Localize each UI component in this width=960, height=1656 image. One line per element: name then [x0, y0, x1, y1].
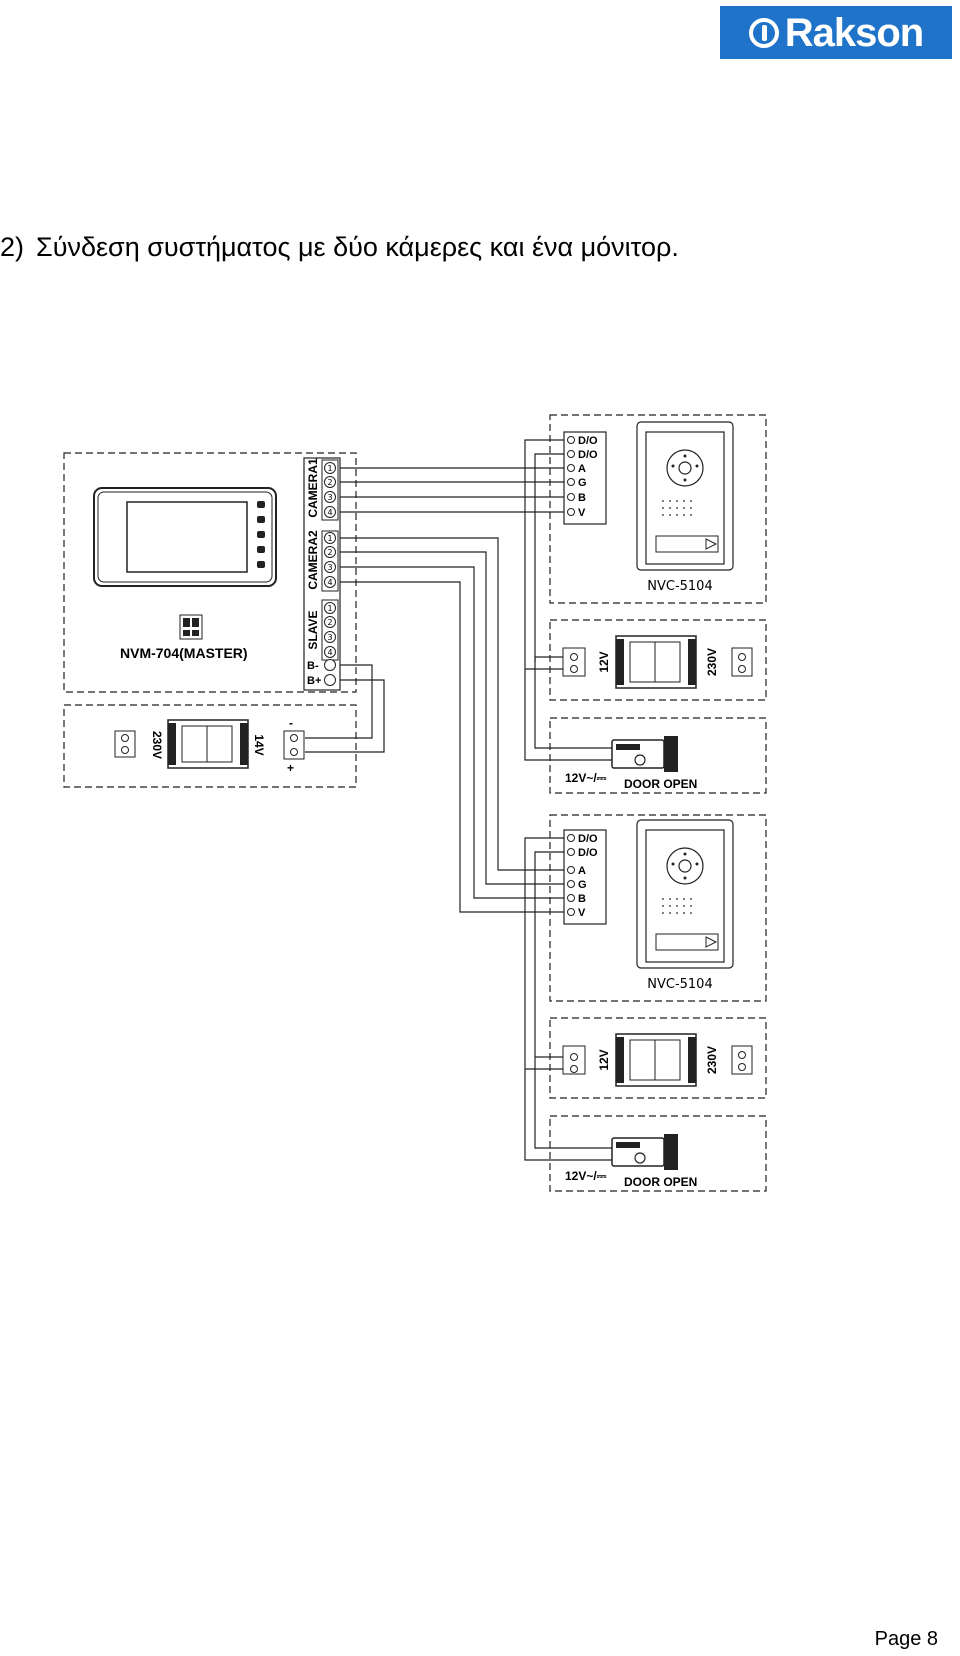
panel1-terminal-label: D/O — [578, 435, 598, 447]
pin-number: 4 — [327, 648, 332, 657]
panel2-lock-label: DOOR OPEN — [624, 1175, 697, 1189]
panel2-call-button-icon — [655, 933, 719, 951]
slave-port-label: SLAVE — [306, 610, 320, 649]
monitor-button — [257, 546, 265, 553]
pin-number: 3 — [327, 633, 332, 642]
pin-number: 4 — [327, 508, 332, 517]
monitor-button — [257, 561, 265, 568]
camera1-pin — [324, 476, 336, 488]
dip-switch-icon — [179, 614, 203, 640]
panel1-terminal-label: G — [578, 477, 587, 489]
monitor-model-label: NVM-704(MASTER) — [120, 645, 248, 661]
monitor-button — [257, 531, 265, 538]
slave-pin — [324, 646, 336, 658]
pin-number: 2 — [327, 618, 332, 627]
b-plus-label: B+ — [307, 675, 321, 687]
panel1-lock: 12V~/⎓ DOOR OPEN — [565, 736, 697, 791]
panel1-lock-voltage: 12V~/⎓ — [565, 771, 607, 785]
door-panel-1: D/O D/O A G B V NVC-5104 — [563, 421, 734, 594]
rakson-logo: Rakson — [720, 6, 952, 59]
section-heading: 2) Σύνδεση συστήματος με δύο κάμερες και … — [0, 232, 679, 263]
monitor-group-border — [63, 452, 357, 693]
panel2-psu-group-border — [549, 1017, 767, 1099]
monitor-device: NVM-704(MASTER) — [93, 487, 277, 661]
pin-number: 2 — [327, 548, 332, 557]
panel1-terminal-label: A — [578, 463, 586, 475]
monitor-screen — [126, 501, 248, 573]
camera2-pin — [324, 532, 336, 544]
panel2-terminal-label: D/O — [578, 833, 598, 845]
monitor-psu: 230V 14V - + — [114, 716, 305, 775]
panel1-model-label: NVC-5104 — [647, 579, 712, 594]
camera1-pin — [324, 462, 336, 474]
panel2-psu-output-voltage: 12V — [597, 1049, 611, 1070]
panel1-call-button-icon — [655, 535, 719, 553]
panel2-terminal-label: B — [578, 893, 586, 905]
b-plus-pin — [324, 674, 336, 686]
panel2-lock-group-border — [549, 1115, 767, 1192]
wires — [305, 439, 618, 1161]
panel1-psu-group-border — [549, 619, 767, 701]
camera2-port-label: CAMERA2 — [306, 530, 320, 590]
panel2-terminal-label: A — [578, 865, 586, 877]
monitor-psu-plus: + — [287, 761, 294, 775]
camera1-port-label: CAMERA1 — [306, 458, 320, 518]
pin-number: 4 — [327, 578, 332, 587]
pin-number: 1 — [327, 464, 332, 473]
pin-number: 3 — [327, 563, 332, 572]
panel1-terminal-label: B — [578, 492, 586, 504]
b-minus-label: B- — [307, 660, 319, 672]
pin-number: 2 — [327, 478, 332, 487]
panel2-terminal-label: G — [578, 879, 587, 891]
slave-pin — [324, 602, 336, 614]
panel2-speaker-grille-icon — [662, 898, 692, 914]
camera2-pin — [324, 576, 336, 588]
brand-name: Rakson — [784, 10, 924, 55]
panel1-group-border — [549, 414, 767, 604]
panel1-terminal-label: V — [578, 507, 586, 519]
panel1-speaker-grille-icon — [662, 500, 692, 516]
monitor-psu-output-voltage: 14V — [252, 734, 266, 755]
door-panel-2: D/O D/O A G B V NVC-5104 — [563, 819, 734, 992]
monitor-buttons — [257, 501, 265, 568]
monitor-terminal-strip: CAMERA1 CAMERA2 SLAVE 1 2 3 — [303, 457, 341, 691]
panel2-terminal-label: V — [578, 907, 586, 919]
pin-number: 1 — [327, 604, 332, 613]
section-number: 2) — [0, 232, 25, 262]
panel1-lock-group-border — [549, 717, 767, 794]
pin-number: 3 — [327, 493, 332, 502]
monitor-button — [257, 501, 265, 508]
b-minus-pin — [324, 659, 336, 671]
slave-pin — [324, 631, 336, 643]
panel2-model-label: NVC-5104 — [647, 977, 712, 992]
panel1-psu: 12V 230V — [562, 635, 753, 689]
panel2-lock-voltage: 12V~/⎓ — [565, 1169, 607, 1183]
monitor-psu-input-voltage: 230V — [150, 731, 164, 759]
camera1-pin — [324, 491, 336, 503]
rakson-logo-icon — [748, 17, 779, 48]
monitor-bezel — [97, 491, 273, 583]
monitor-psu-minus: - — [289, 716, 293, 730]
panel2-terminal-label: D/O — [578, 847, 598, 859]
slave-pin — [324, 616, 336, 628]
pin-number: 1 — [327, 534, 332, 543]
panel1-psu-output-voltage: 12V — [597, 651, 611, 672]
camera2-pin — [324, 546, 336, 558]
monitor-psu-group-border — [63, 704, 357, 788]
panel1-terminal-label: D/O — [578, 449, 598, 461]
page-number: Page 8 — [874, 1628, 938, 1650]
panel2-psu: 12V 230V — [562, 1033, 753, 1087]
panel2-group-border — [549, 814, 767, 1002]
panel1-lock-label: DOOR OPEN — [624, 777, 697, 791]
panel2-psu-input-voltage: 230V — [705, 1046, 719, 1074]
monitor-button — [257, 516, 265, 523]
panel1-psu-input-voltage: 230V — [705, 648, 719, 676]
camera1-pin — [324, 506, 336, 518]
camera2-pin — [324, 561, 336, 573]
section-title: Σύνδεση συστήματος με δύο κάμερες και έν… — [36, 232, 679, 262]
panel2-lock: 12V~/⎓ DOOR OPEN — [565, 1134, 697, 1189]
